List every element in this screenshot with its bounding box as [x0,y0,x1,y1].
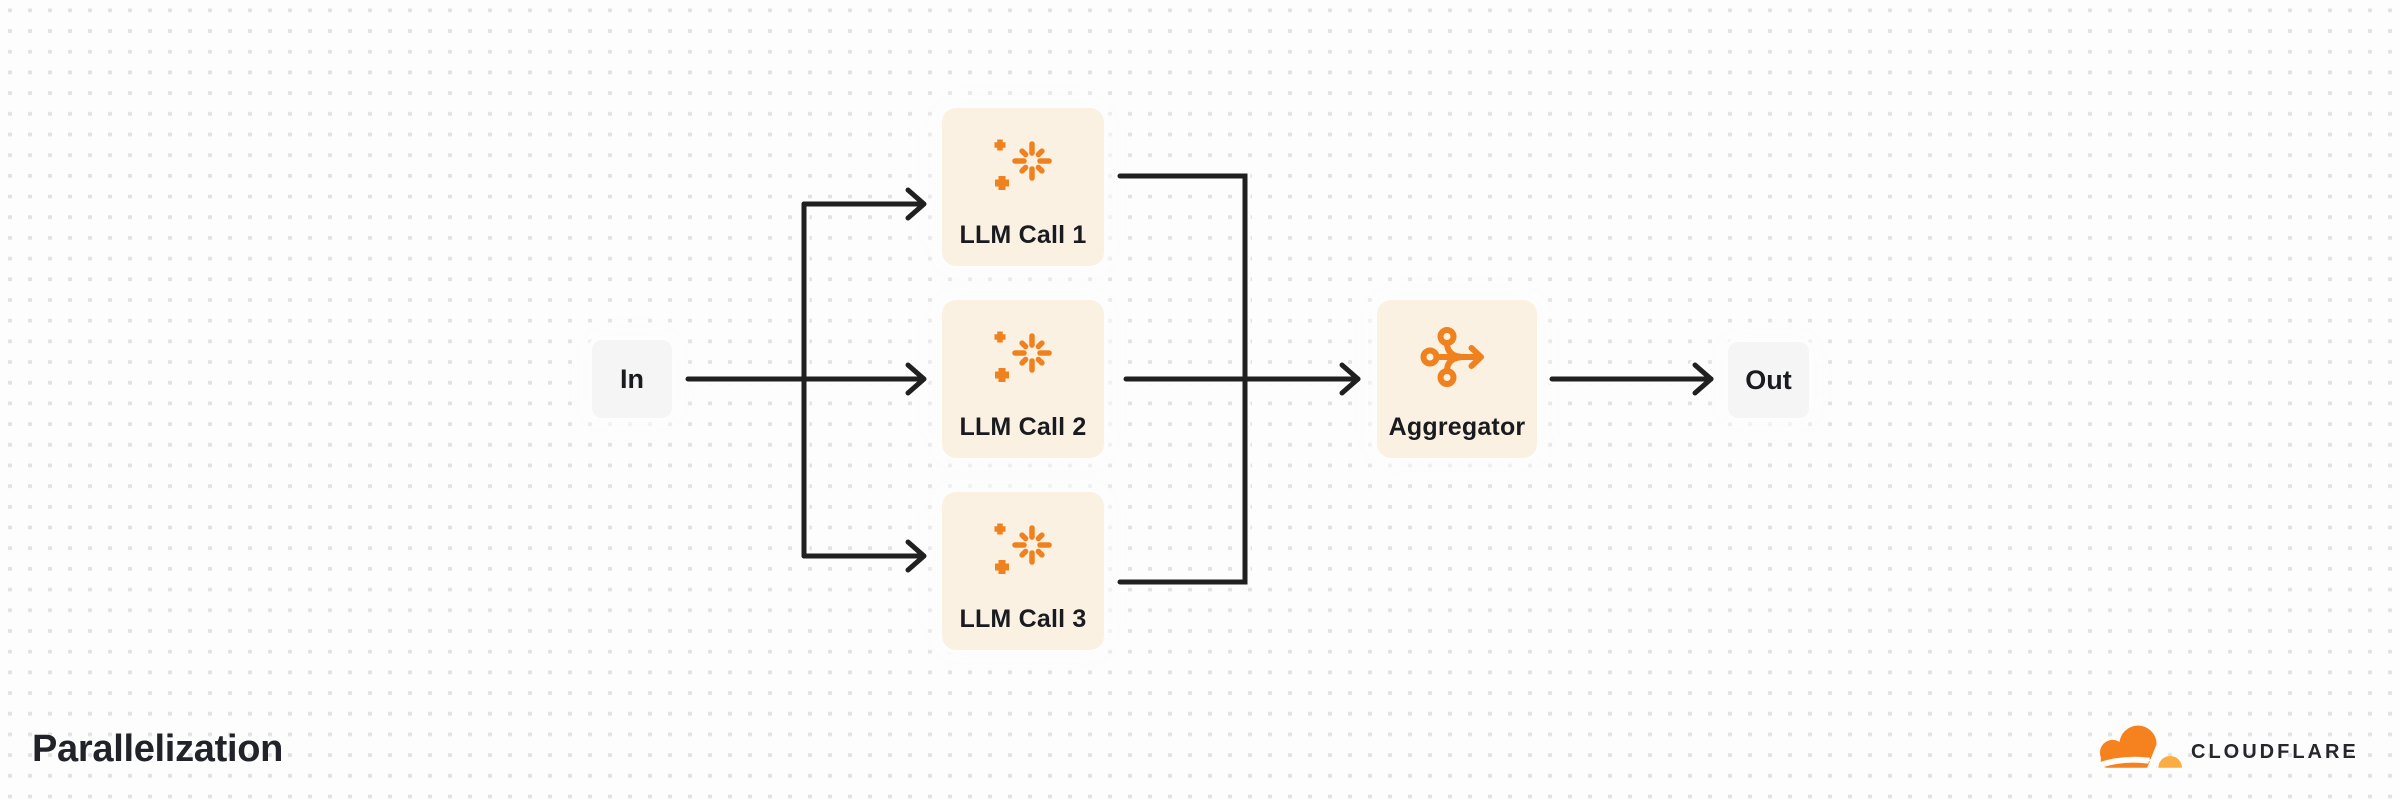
sparkles-icon [991,326,1055,388]
arrowhead-llm1 [905,187,927,221]
edge-llm1-llm3-join [1117,173,1248,585]
cloudflare-wordmark: CLOUDFLARE [2191,741,2359,763]
arrowhead-out [1692,362,1714,396]
cloudflare-logo: CLOUDFLARE [2094,720,2359,770]
connector-casing [682,170,1717,588]
node-llm-call-1-label: LLM Call 1 [959,221,1087,249]
node-out-label: Out [1745,364,1792,395]
sparkles-icon [991,134,1055,196]
arrowhead-aggregator [1339,362,1361,396]
node-llm-call-3: LLM Call 3 [942,492,1104,650]
node-llm-call-2: LLM Call 2 [942,300,1104,458]
cloudflare-cloud-icon [2094,725,2182,770]
sparkles-icon [991,518,1055,580]
node-aggregator: Aggregator [1377,300,1537,458]
node-llm-call-2-label: LLM Call 2 [959,413,1087,441]
merge-arrow-icon [1420,326,1494,388]
node-in: In [592,340,672,418]
arrowhead-llm3 [905,539,927,573]
connector-strokes [685,173,1714,585]
arrowhead-llm2 [905,362,927,396]
node-llm-call-1: LLM Call 1 [942,108,1104,266]
page-title: Parallelization [32,728,284,770]
node-in-label: In [620,363,644,394]
node-out: Out [1728,342,1809,418]
node-aggregator-label: Aggregator [1388,413,1526,441]
node-llm-call-3-label: LLM Call 3 [959,605,1087,633]
